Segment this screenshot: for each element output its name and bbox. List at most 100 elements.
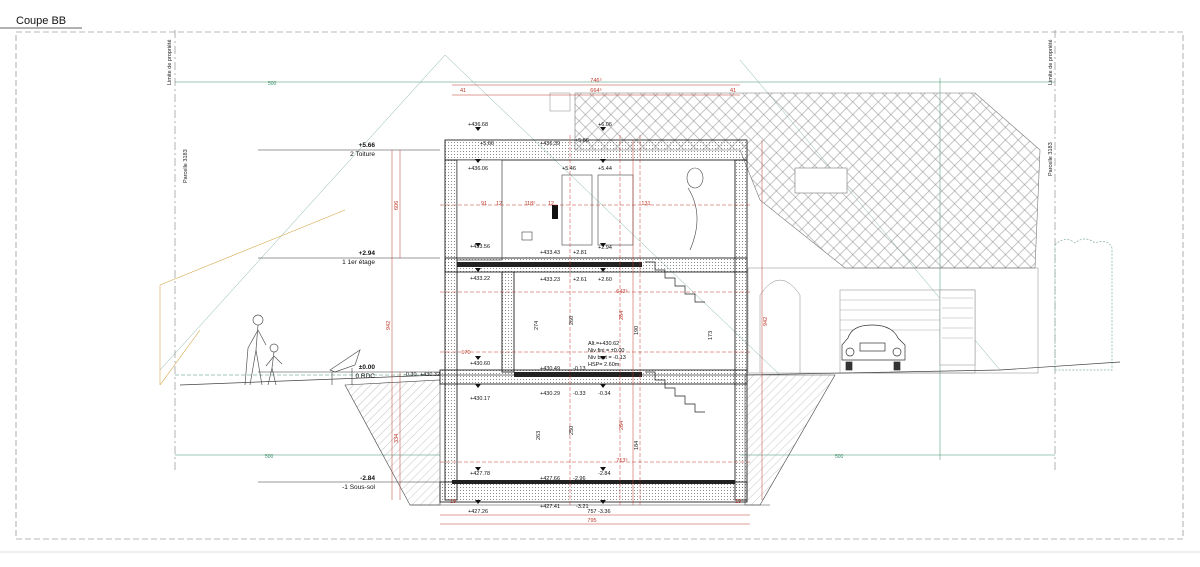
building-section [439,139,748,503]
level-value: +5.66 [359,142,376,149]
hedge [1054,238,1113,371]
elevation-label: +2.61 [573,277,587,283]
elevation-label: +436.39 [540,141,560,147]
ground-note: Alt.=+430.62 Niv fini = ±0.00 Niv brut =… [588,341,626,368]
level-lines [258,149,440,483]
elevation-label: -0.13 [573,366,586,372]
stair-lower [645,371,705,413]
dim-left-bottom: 19 [450,499,456,505]
dim-inner-top: 664⁵ [590,87,601,94]
level-value: -2.84 [360,475,375,482]
shower [561,174,593,246]
dim-horizontal: 12 [496,201,502,207]
elevation-label: +427.26 [468,509,488,515]
dim-vertical: 334 [394,434,400,443]
grade-label-left: 500 [265,454,274,460]
level-value: +2.94 [359,250,376,257]
stair-upper [645,261,705,303]
elevation-label: +5.44 [598,166,612,172]
ground-note-line: HSP= 2.60m [588,362,620,368]
ground-note-line: Alt.=+430.62 [588,341,619,347]
elevation-label: +5.46 [562,166,576,172]
elevation-label: +430.49 [540,366,560,372]
parcel-left-label: Parcelle 3183 [183,149,189,183]
elevation-label: +430.17 [470,396,490,402]
level-value: ±0.00 [359,364,376,371]
level-name: 2 Toiture [350,151,375,158]
curved-line [687,187,698,251]
basement-slab [439,481,748,503]
dim-horizontal: 131 [641,201,650,207]
elevation-label: +2.81 [573,250,587,256]
dim-horizontal: 12 [548,201,554,207]
window-icon [552,205,558,219]
elevation-label: +430.32 [420,372,440,378]
orange-gabarit [159,209,346,386]
dim-horizontal: 713⁵ [616,457,627,464]
rdc-screed [514,372,642,377]
vertical-dimension-lines [391,140,763,500]
elevation-label: +6.06 [598,122,612,128]
background-house-roof [549,92,1041,269]
elevation-label: +433.43 [540,250,560,256]
dim-vertical: 264 [619,421,625,430]
elevation-label: -0.30 [404,372,417,378]
dim-vertical: 263 [536,431,542,440]
level-name: 1 1er étage [342,259,375,266]
roof-slab [444,139,748,161]
elevation-label: +5.66 [575,138,589,144]
elevation-label: -0.33 [573,391,586,397]
level-name: 0 RDC [355,373,375,380]
dim-vertical: 274 [534,321,540,330]
dim-right-bottom: 19 [735,499,741,505]
property-limit-right-label: Limite de propriété [1048,39,1054,85]
elevation-label: +433.56 [470,244,490,250]
elevation-label: +427.66 [540,476,560,482]
dim-left-top: 41 [460,88,466,94]
dim-vertical: 284 [619,311,625,320]
elevation-label: +427.78 [470,471,490,477]
elevation-label: +2.94 [598,245,612,251]
parcel-right-label: Parcelle 3183 [1048,142,1054,176]
elevation-label: +436.06 [468,166,488,172]
wall-left [444,159,458,501]
ground-note-line: Niv brut = -0.13 [588,355,626,361]
dim-inner-bottom: 757 [587,509,596,515]
wall-right [734,159,748,501]
mirror-icon [686,167,704,189]
elevation-label: +427.41 [540,504,560,510]
elevation-texts: +436.68 +5.66 +436.39 +5.66 +6.06 +436.0… [404,122,612,515]
dim-vertical: 184 [634,441,640,450]
dim-horizontal: 643⁵ [616,288,627,295]
toilet-icon [521,231,533,241]
elevation-label: +5.66 [480,141,494,147]
elevation-label: +430.29 [540,391,560,397]
drawing-title: Coupe BB [16,15,66,27]
elevation-label: -2.96 [573,476,586,482]
basement-screed [452,480,735,484]
dim-vertical: 942 [763,317,769,326]
excavation-right [744,374,836,506]
elevation-label: +436.68 [468,122,488,128]
elevation-markers [475,127,606,504]
dim-horizontal: 118⁵ [524,200,535,207]
elevation-label: -2.84 [598,471,611,477]
dim-vertical: 190 [634,326,640,335]
dim-vertical: 260 [569,316,575,325]
dim-overall-top: 746⁵ [590,77,601,84]
level-name: -1 Sous-sol [342,484,375,491]
dim-horizontal: 91 [481,201,487,207]
green-label-top-left: 500 [268,81,277,87]
elevation-label: +2.60 [598,277,612,283]
dim-overall-bottom: 795 [587,518,596,524]
dim-right-top: 41 [730,88,736,94]
property-limit-left-label: Limite de propriété [167,39,173,85]
elevation-label: -3.21 [576,504,589,510]
level-labels: +5.66 2 Toiture +2.94 1 1er étage ±0.00 … [342,142,375,491]
dim-vertical: 173 [708,331,714,340]
elevation-label: -0.34 [598,391,611,397]
dim-vertical: 606 [394,201,400,210]
dim-vertical: 250 [569,426,575,435]
dim-horizontal: 170 [461,350,470,356]
